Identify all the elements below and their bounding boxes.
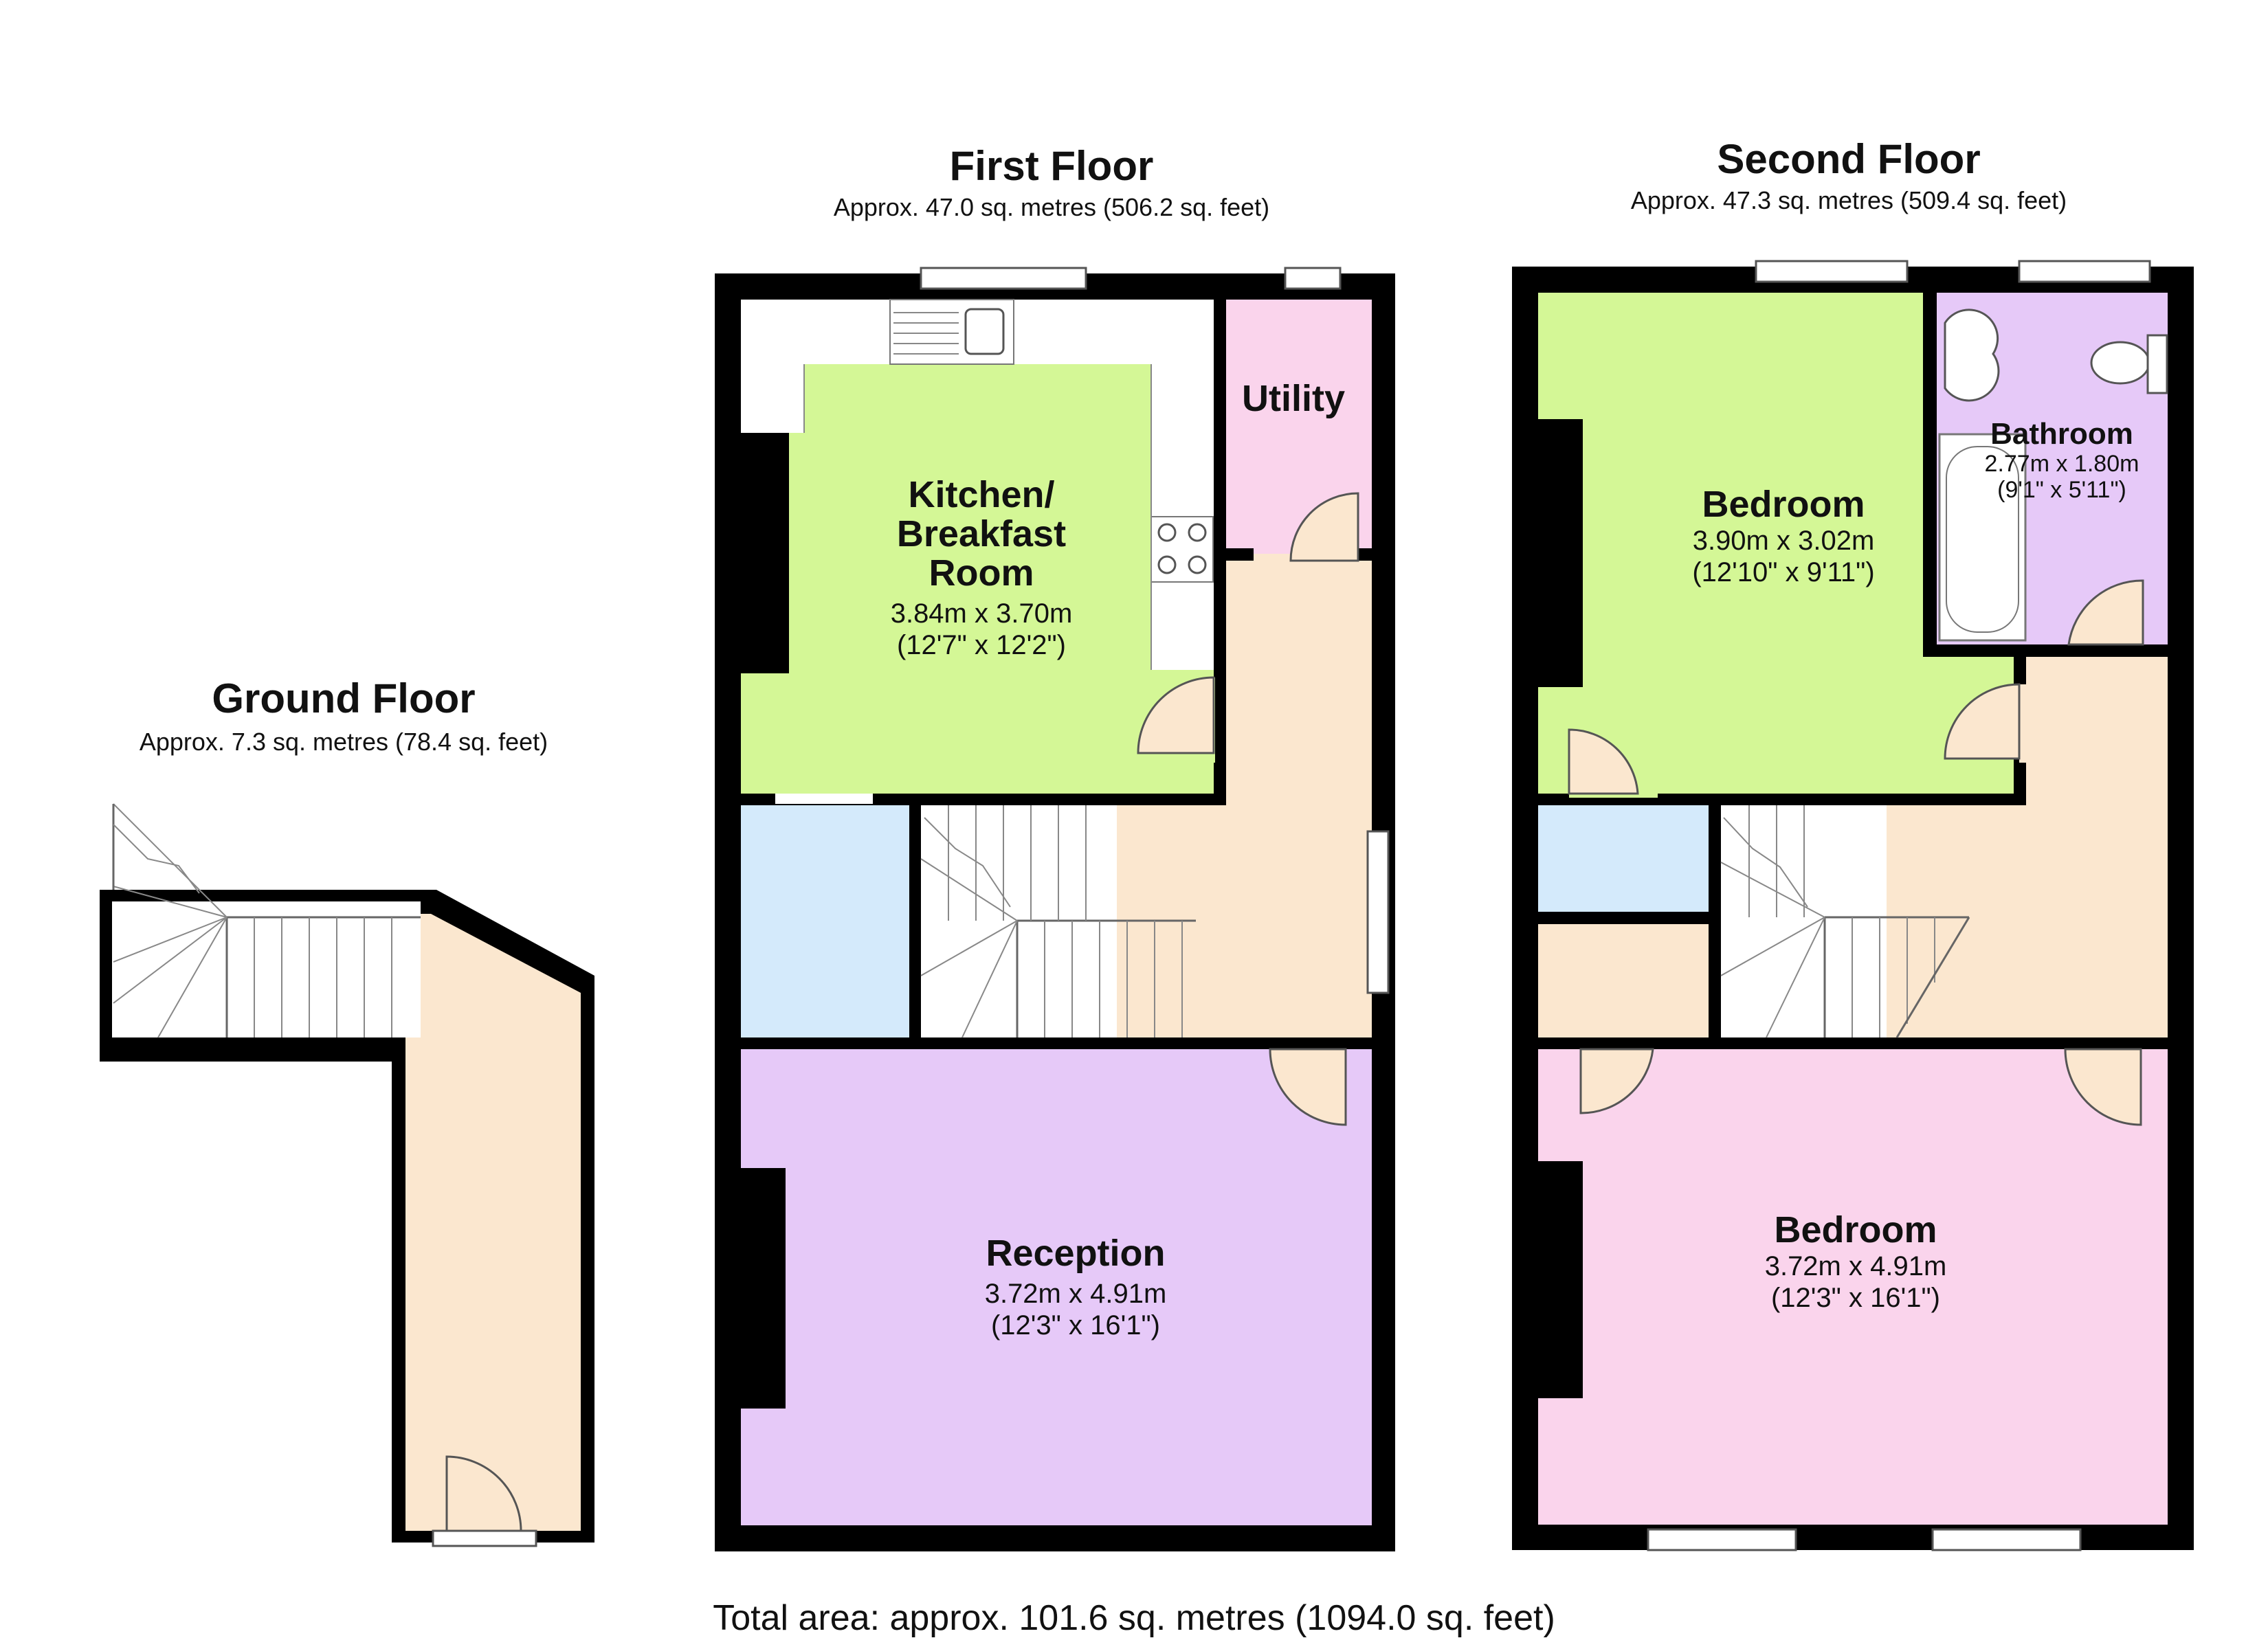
ground-floor-front-door <box>432 1455 537 1547</box>
second-floor-stairs <box>1720 805 1970 1038</box>
ground-floor-stairs <box>112 803 421 1038</box>
bathroom-label: Bathroom 2.77m x 1.80m (9'1" x 5'11") <box>1985 417 2139 503</box>
first-floor-area: Approx. 47.0 sq. metres (506.2 sq. feet) <box>834 193 1269 221</box>
first-floor-hall <box>1117 554 1372 1037</box>
bedroom-rear-lower-wall-left <box>1538 794 1569 805</box>
bedroom-rear-lower-wall <box>1658 794 2026 805</box>
bedroom-rear-dimensions-metric: 3.90m x 3.02m <box>1693 526 1875 556</box>
bathroom-wall-bottom <box>1923 644 2019 657</box>
reception-upper-wall-right <box>1347 1037 1372 1049</box>
kitchen-label: Kitchen/ Breakfast Room 3.84m x 3.70m (1… <box>891 474 1073 660</box>
bedroom-rear-dimensions-imperial: (12'10" x 9'11") <box>1692 557 1874 587</box>
bedroom-front-door <box>2064 1048 2142 1126</box>
storage-divider <box>1538 912 1709 924</box>
kitchen-sink-icon <box>964 308 1005 355</box>
first-floor-storage <box>741 805 909 1037</box>
first-floor: First Floor Approx. 47.0 sq. metres (506… <box>715 143 1395 1551</box>
second-floor-storage <box>1538 805 1709 912</box>
bedroom-front-window-right <box>1931 1528 2082 1551</box>
kitchen-dimensions-metric: 3.84m x 3.70m <box>891 598 1073 629</box>
second-floor-hall <box>1887 657 2168 1037</box>
utility-wall <box>1214 300 1226 554</box>
kitchen-window <box>920 267 1087 290</box>
second-floor-area: Approx. 47.3 sq. metres (509.4 sq. feet) <box>1631 186 2067 214</box>
bedroom-front-chimney-breast <box>1538 1161 1583 1398</box>
bedroom-front-dimensions-imperial: (12'3" x 16'1") <box>1771 1283 1940 1313</box>
bedroom-front-upper-wall-right <box>2143 1037 2168 1049</box>
utility-door <box>1289 492 1359 562</box>
ground-floor: Ground Floor Approx. 7.3 sq. metres (78.… <box>100 675 594 1547</box>
second-floor: Second Floor Approx. 47.3 sq. metres (50… <box>1512 136 2194 1551</box>
reception-dimensions-metric: 3.72m x 4.91m <box>985 1279 1167 1309</box>
bedroom-rear-cupboard-door <box>1568 728 1639 795</box>
reception-door <box>1269 1048 1347 1126</box>
bathroom-name: Bathroom <box>1990 417 2133 451</box>
reception-label: Reception 3.72m x 4.91m (12'3" x 16'1") <box>985 1233 1167 1340</box>
kitchen-dimensions-imperial: (12'7" x 12'2") <box>897 630 1066 660</box>
kitchen-chimney-breast <box>741 433 789 673</box>
second-floor-title: Second Floor <box>1717 136 1980 182</box>
stair-wall <box>1709 805 1721 1037</box>
total-area: Total area: approx. 101.6 sq. metres (10… <box>713 1598 1555 1638</box>
utility-window <box>1284 267 1342 290</box>
first-floor-stairs <box>920 805 1196 1038</box>
bedroom-front-window-left <box>1647 1528 1797 1551</box>
bedroom-rear-window <box>1755 260 1909 283</box>
reception-chimney-breast <box>741 1168 786 1409</box>
ground-floor-stair-area <box>112 901 421 1037</box>
bedroom-front-room <box>1538 1049 2168 1525</box>
bathroom-wall-left <box>1923 293 1937 657</box>
bedroom-rear-label: Bedroom 3.90m x 3.02m (12'10" x 9'11") <box>1692 484 1874 587</box>
hall-side-window <box>1366 830 1390 994</box>
bedroom-front-label: Bedroom 3.72m x 4.91m (12'3" x 16'1") <box>1765 1209 1947 1313</box>
reception-name: Reception <box>986 1233 1165 1274</box>
bathroom-door <box>2067 579 2144 646</box>
kitchen-name-line-2: Breakfast <box>897 513 1066 554</box>
second-floor-cupboard <box>1538 924 1709 1037</box>
kitchen-door <box>1137 676 1215 754</box>
bathroom-fixtures <box>1938 309 2168 642</box>
bedroom-rear-chimney-breast <box>1538 419 1583 687</box>
bedroom-front-cupboard-door <box>1579 1048 1654 1114</box>
utility-door-jamb-left <box>1226 548 1254 561</box>
kitchen-hall-wall <box>1214 554 1226 677</box>
ground-floor-hall <box>405 914 581 1531</box>
bedroom-rear-name: Bedroom <box>1702 484 1865 525</box>
kitchen-name-line-1: Kitchen/ <box>908 474 1054 515</box>
ground-floor-area: Approx. 7.3 sq. metres (78.4 sq. feet) <box>140 728 548 756</box>
bedroom-front-upper-wall <box>1663 1037 2062 1049</box>
reception-upper-wall <box>741 1037 1270 1049</box>
ground-floor-title: Ground Floor <box>212 675 475 721</box>
storage-wall <box>909 805 921 1037</box>
bedroom-front-dimensions-metric: 3.72m x 4.91m <box>1765 1251 1947 1281</box>
kitchen-name-line-3: Room <box>929 552 1034 594</box>
washbasin-icon <box>1944 309 2000 402</box>
bedroom-front-name: Bedroom <box>1774 1209 1937 1250</box>
reception-dimensions-imperial: (12'3" x 16'1") <box>991 1310 1160 1340</box>
kitchen-lower-wall <box>873 794 1226 805</box>
kitchen-units <box>803 299 1214 670</box>
bathroom-dimensions-imperial: (9'1" x 5'11") <box>1997 477 2126 503</box>
bedroom-rear-door <box>1944 683 2021 760</box>
bathroom-window <box>2018 260 2151 283</box>
bedroom-rear-room <box>1538 293 1923 798</box>
utility-label: Utility <box>1242 378 1345 419</box>
bedroom-front-upper-wall-left <box>1538 1037 1572 1049</box>
hall-door-jamb-top <box>2014 657 2026 684</box>
bathroom-door-jamb <box>2157 644 2168 657</box>
kitchen-room <box>741 364 1215 794</box>
bathroom-dimensions-metric: 2.77m x 1.80m <box>1985 451 2139 477</box>
first-floor-title: First Floor <box>950 143 1154 189</box>
reception-room <box>741 1049 1372 1525</box>
kitchen-lower-wall-left <box>741 794 775 805</box>
toilet-icon <box>2090 341 2150 385</box>
